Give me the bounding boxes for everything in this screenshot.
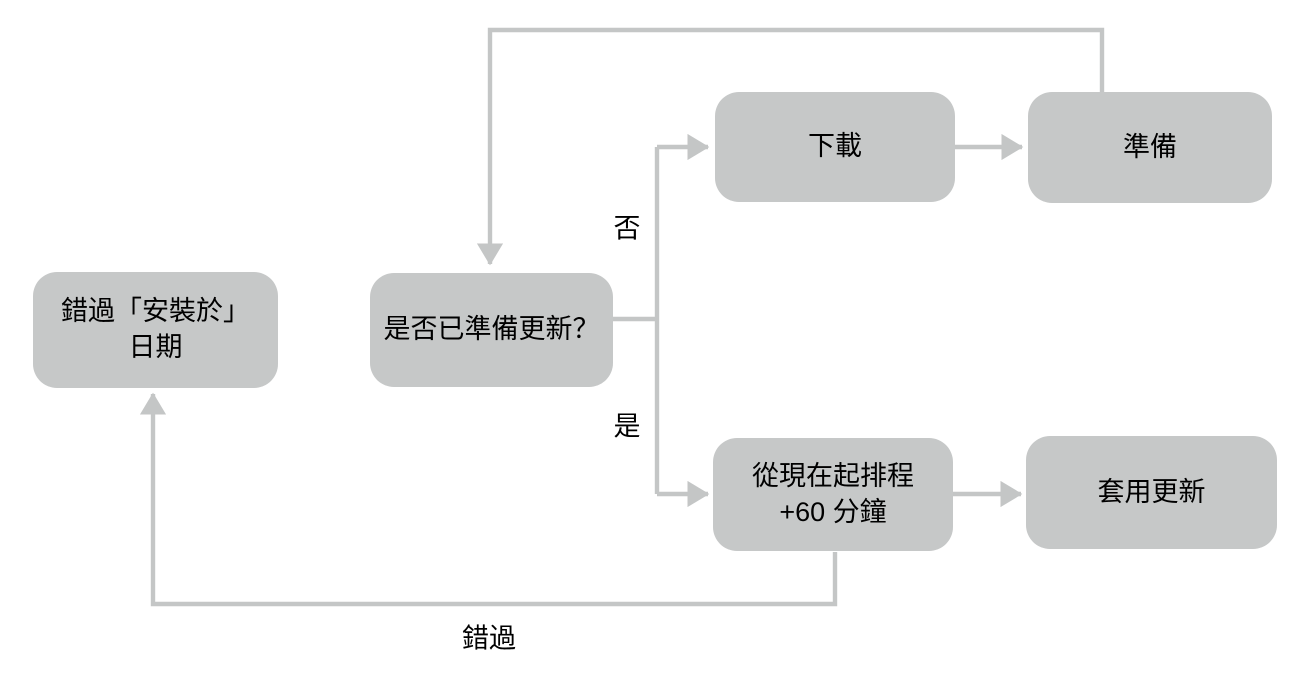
node-schedule-plus-60: 從現在起排程 +60 分鐘 bbox=[713, 438, 953, 551]
edge-label-no: 否 bbox=[613, 213, 641, 244]
edge-label-yes: 是 bbox=[613, 411, 641, 442]
node-download: 下載 bbox=[715, 92, 955, 202]
node-missed-install-date: 錯過「安裝於」 日期 bbox=[33, 272, 278, 388]
node-download-label: 下載 bbox=[808, 131, 862, 162]
node-update-ready-question: 是否已準備更新？ bbox=[370, 273, 613, 387]
edge-missed-loop bbox=[139, 392, 838, 607]
node-apply-update: 套用更新 bbox=[1026, 436, 1277, 549]
edge-label-missed: 錯過 bbox=[462, 623, 516, 654]
node-schedule-plus-60-line2: +60 分鐘 bbox=[779, 496, 887, 527]
node-missed-install-date-line2: 日期 bbox=[128, 332, 183, 362]
node-update-ready-question-label: 是否已準備更新？ bbox=[383, 314, 600, 345]
node-apply-update-label: 套用更新 bbox=[1097, 476, 1206, 507]
edge-prepare-loop-to-question bbox=[476, 27, 1105, 266]
node-missed-install-date-line1: 錯過「安裝於」 bbox=[61, 296, 250, 327]
node-schedule-plus-60-line1: 從現在起排程 bbox=[752, 460, 914, 491]
node-prepare: 準備 bbox=[1028, 92, 1272, 203]
node-prepare-label: 準備 bbox=[1123, 131, 1177, 162]
